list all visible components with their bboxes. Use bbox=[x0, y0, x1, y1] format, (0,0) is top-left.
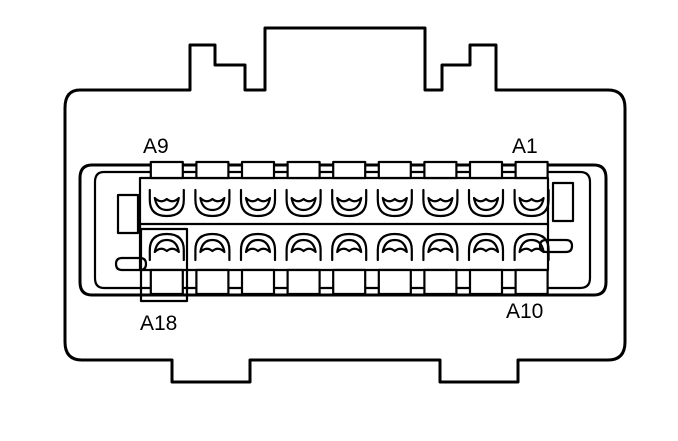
terminal-contact bbox=[244, 238, 272, 254]
terminal-contact bbox=[427, 238, 454, 254]
bottom-tooth bbox=[332, 268, 367, 296]
cavity-wall bbox=[194, 232, 231, 262]
pin-cavity-top bbox=[194, 188, 231, 218]
label-a10: A10 bbox=[506, 300, 543, 323]
right-slot bbox=[538, 238, 574, 254]
pin-cavity-top bbox=[422, 188, 459, 218]
pin-cavity-top bbox=[285, 188, 322, 218]
top-tooth bbox=[286, 160, 321, 180]
pin-cavity-bottom bbox=[285, 232, 322, 262]
top-tooth bbox=[240, 160, 276, 180]
pin-cavity-top bbox=[148, 188, 185, 218]
pin-cavity-bottom bbox=[422, 232, 459, 262]
bottom-tooth bbox=[195, 268, 230, 296]
cavity-wall bbox=[422, 188, 459, 218]
terminal-contact bbox=[427, 196, 454, 212]
terminal-contact bbox=[472, 238, 500, 254]
cavity-wall bbox=[194, 188, 231, 218]
top-comb bbox=[149, 160, 549, 180]
pin-cavity-bottom bbox=[194, 232, 231, 262]
top-tooth bbox=[377, 160, 412, 180]
cavity-wall bbox=[285, 232, 322, 262]
pin-cavity-bottom bbox=[467, 232, 505, 262]
pin-cavity-bottom bbox=[376, 232, 413, 262]
cavity-wall bbox=[513, 188, 550, 218]
bottom-tooth bbox=[423, 268, 458, 296]
terminal-contact bbox=[472, 196, 500, 212]
terminal-contact bbox=[153, 238, 180, 254]
pin-cavity-top bbox=[239, 188, 277, 218]
top-tooth bbox=[468, 160, 504, 180]
bottom-tooth bbox=[286, 268, 321, 296]
connector-body bbox=[78, 163, 608, 297]
cavity-wall bbox=[467, 232, 505, 262]
pin-a18-highlight bbox=[139, 227, 189, 303]
bottom-tooth bbox=[377, 268, 412, 296]
cavity-wall bbox=[513, 232, 550, 262]
cavity-wall bbox=[467, 188, 505, 218]
terminal-contact bbox=[244, 196, 272, 212]
pin-cavity-bottom bbox=[148, 232, 185, 262]
cavity-wall bbox=[239, 188, 277, 218]
cavity-wall bbox=[331, 188, 368, 218]
cavity-wall bbox=[239, 232, 277, 262]
label-a9: A9 bbox=[143, 135, 169, 158]
left-latch bbox=[116, 193, 140, 235]
terminal-contact bbox=[336, 196, 363, 212]
top-tooth bbox=[195, 160, 230, 180]
pin-cavity-bottom bbox=[331, 232, 368, 262]
terminal-contact bbox=[381, 238, 408, 254]
cavity-wall bbox=[331, 232, 368, 262]
terminal-contact bbox=[199, 238, 226, 254]
label-a1: A1 bbox=[512, 135, 538, 158]
cavity-wall bbox=[376, 232, 413, 262]
terminal-contact bbox=[153, 196, 180, 212]
cavity-wall bbox=[148, 188, 185, 218]
top-tooth bbox=[514, 160, 549, 180]
pin-cavity-top bbox=[467, 188, 505, 218]
pin-cavity-top bbox=[331, 188, 368, 218]
pin-cavities bbox=[148, 188, 550, 262]
terminal-contact bbox=[199, 196, 226, 212]
pin-cavity-bottom bbox=[239, 232, 277, 262]
terminal-contact bbox=[518, 238, 545, 254]
pin-cavity-top bbox=[513, 188, 550, 218]
cavity-wall bbox=[148, 232, 185, 262]
terminal-contact bbox=[336, 238, 363, 254]
connector-housing bbox=[63, 26, 627, 384]
right-latch bbox=[551, 181, 575, 223]
terminal-contact bbox=[290, 238, 317, 254]
cavity-wall bbox=[422, 232, 459, 262]
label-a18: A18 bbox=[140, 312, 177, 335]
bottom-comb bbox=[149, 268, 549, 296]
terminal-contact bbox=[290, 196, 317, 212]
bottom-tooth bbox=[149, 268, 184, 296]
terminal-contact bbox=[381, 196, 408, 212]
pin-cavity-bottom bbox=[513, 232, 550, 262]
cavity-wall bbox=[376, 188, 413, 218]
bottom-tooth bbox=[240, 268, 276, 296]
terminal-contact bbox=[518, 196, 545, 212]
top-tooth bbox=[149, 160, 184, 180]
cavity-wall bbox=[285, 188, 322, 218]
bottom-tooth bbox=[468, 268, 504, 296]
connector-inner-wall bbox=[93, 170, 592, 290]
top-tooth bbox=[332, 160, 367, 180]
top-tooth bbox=[423, 160, 458, 180]
bottom-tooth bbox=[514, 268, 549, 296]
pin-cavity-top bbox=[376, 188, 413, 218]
